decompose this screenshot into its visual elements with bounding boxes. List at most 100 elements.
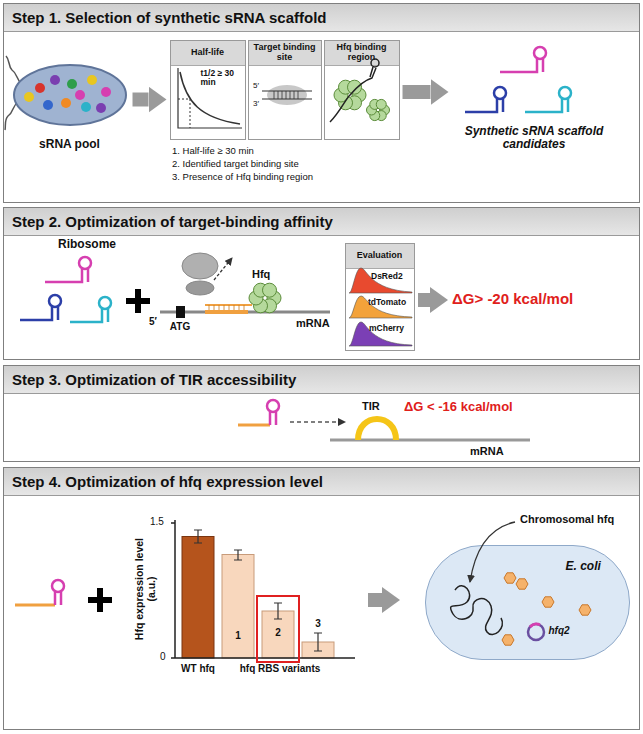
decay-plot bbox=[178, 99, 190, 128]
srna-hairpin bbox=[500, 59, 543, 72]
srna-hairpin bbox=[99, 297, 111, 309]
block-arrow bbox=[368, 600, 382, 601]
panel-heading: Step 2. Optimization of target-binding a… bbox=[4, 208, 639, 236]
box-heading: Half-life bbox=[171, 41, 245, 66]
cell-contents bbox=[530, 624, 540, 627]
bacterium-illustration bbox=[87, 75, 97, 85]
bar-chart bbox=[257, 596, 299, 662]
criterion-text: 1. Half-life ≥ 30 min bbox=[172, 146, 254, 157]
cell-contents bbox=[451, 586, 503, 635]
step-panel: Step 2. Optimization of target-binding a… bbox=[3, 207, 640, 360]
bacterium-illustration bbox=[14, 65, 126, 125]
block-arrow bbox=[368, 593, 382, 607]
fluorescence-histogram bbox=[349, 296, 412, 318]
cell-contents bbox=[516, 579, 528, 589]
srna-hairpin bbox=[20, 307, 58, 320]
duplex-symbol bbox=[274, 91, 298, 99]
bacterium-illustration bbox=[5, 102, 18, 130]
bar-chart bbox=[262, 611, 294, 658]
srna-hairpin bbox=[525, 99, 568, 112]
hfq-hexamer bbox=[249, 283, 281, 313]
mrna-illustration bbox=[205, 304, 252, 306]
plus-sign bbox=[97, 588, 103, 612]
strand-end: 5′ bbox=[149, 316, 157, 328]
plus-sign bbox=[88, 588, 112, 612]
axis-tick: 1.5 bbox=[150, 516, 164, 528]
mrna-illustration bbox=[160, 305, 330, 318]
part-label: mRNA bbox=[470, 445, 504, 458]
bacterium-illustration bbox=[35, 83, 45, 93]
bar-number: 3 bbox=[310, 618, 326, 630]
bacterium-illustration bbox=[75, 90, 85, 100]
box-heading: Evaluation bbox=[346, 244, 414, 269]
mrna-illustration bbox=[330, 439, 530, 442]
part-label: TIR bbox=[362, 400, 380, 413]
srna-hairpin bbox=[45, 269, 88, 282]
srna-hairpin bbox=[559, 87, 571, 99]
box-heading: Target binding site bbox=[249, 41, 321, 66]
cell-contents bbox=[502, 635, 514, 645]
hfq-hexamer bbox=[263, 299, 277, 313]
node-label: sRNA pool bbox=[10, 138, 130, 152]
fluorescence-histogram bbox=[349, 322, 412, 346]
bar-chart bbox=[171, 520, 355, 658]
srna-hairpin bbox=[15, 580, 64, 605]
decay-plot bbox=[178, 68, 242, 128]
hfq-hexamer bbox=[330, 67, 376, 122]
cell-contents bbox=[528, 624, 544, 640]
evaluation-box: Evaluation bbox=[345, 243, 415, 351]
part-label: mRNA bbox=[296, 317, 330, 330]
bacterium-illustration bbox=[5, 56, 126, 130]
bar-chart bbox=[302, 642, 334, 658]
bar-chart bbox=[222, 555, 254, 659]
node-label: E. coli bbox=[566, 560, 601, 574]
cell-contents bbox=[579, 605, 591, 615]
plus-sign bbox=[126, 298, 150, 304]
category-label: hfq RBS variants bbox=[225, 663, 335, 675]
strand-end: 3′ bbox=[253, 99, 259, 108]
hfq-hexamer bbox=[339, 96, 353, 110]
flow-arrow bbox=[133, 93, 149, 107]
ribosome-illustration bbox=[182, 253, 232, 295]
reporter-name: DsRed2 bbox=[371, 272, 403, 282]
hfq-hexamer bbox=[371, 59, 379, 67]
srna-hairpin bbox=[494, 87, 506, 99]
node-label: Synthetic sRNA scaffold candidates bbox=[452, 125, 617, 153]
step-panel: Step 3. Optimization of TIR accessibilit… bbox=[3, 365, 640, 462]
fluorescence-histogram bbox=[349, 268, 412, 293]
e-coli-cell: E. colihfq2 bbox=[425, 545, 630, 660]
axis-title: Hfq expression level (a.u.) bbox=[133, 534, 157, 644]
hfq-hexamer bbox=[352, 88, 366, 102]
cell-contents bbox=[504, 573, 516, 583]
part-label: Ribosome bbox=[58, 238, 116, 252]
hfq-hexamer bbox=[367, 105, 377, 115]
ribosome-illustration bbox=[186, 281, 214, 295]
mrna-illustration bbox=[209, 305, 244, 310]
srna-hairpin bbox=[79, 257, 91, 269]
srna-hairpin bbox=[49, 295, 61, 307]
threshold-value: ΔG> -20 kcal/mol bbox=[452, 290, 573, 307]
hfq-hexamer bbox=[267, 291, 281, 305]
mrna-illustration bbox=[330, 419, 530, 440]
srna-hairpin bbox=[465, 99, 503, 112]
hfq-hexamer bbox=[263, 283, 277, 297]
bacterium-illustration bbox=[24, 92, 34, 102]
block-arrow bbox=[418, 300, 430, 301]
category-label: WT hfq bbox=[173, 663, 223, 675]
panel-heading: Step 1. Selection of synthetic sRNA scaf… bbox=[4, 4, 639, 32]
mrna-illustration bbox=[205, 310, 248, 314]
cell-illustration: sRNA pool bbox=[10, 60, 130, 160]
srna-hairpin bbox=[465, 47, 571, 112]
scaffold-candidates: Synthetic sRNA scaffold candidates bbox=[452, 45, 617, 165]
hfq-hexamer bbox=[330, 59, 390, 122]
srna-hairpin bbox=[238, 400, 345, 425]
bar-number: 1 bbox=[230, 630, 246, 642]
bacterium-illustration bbox=[96, 103, 106, 113]
hfq-hexamer bbox=[348, 96, 362, 110]
bar-chart bbox=[182, 537, 214, 659]
bacterium-illustration bbox=[6, 56, 22, 84]
mrna-illustration bbox=[176, 306, 185, 318]
box-heading: Hfq binding region bbox=[325, 41, 399, 66]
